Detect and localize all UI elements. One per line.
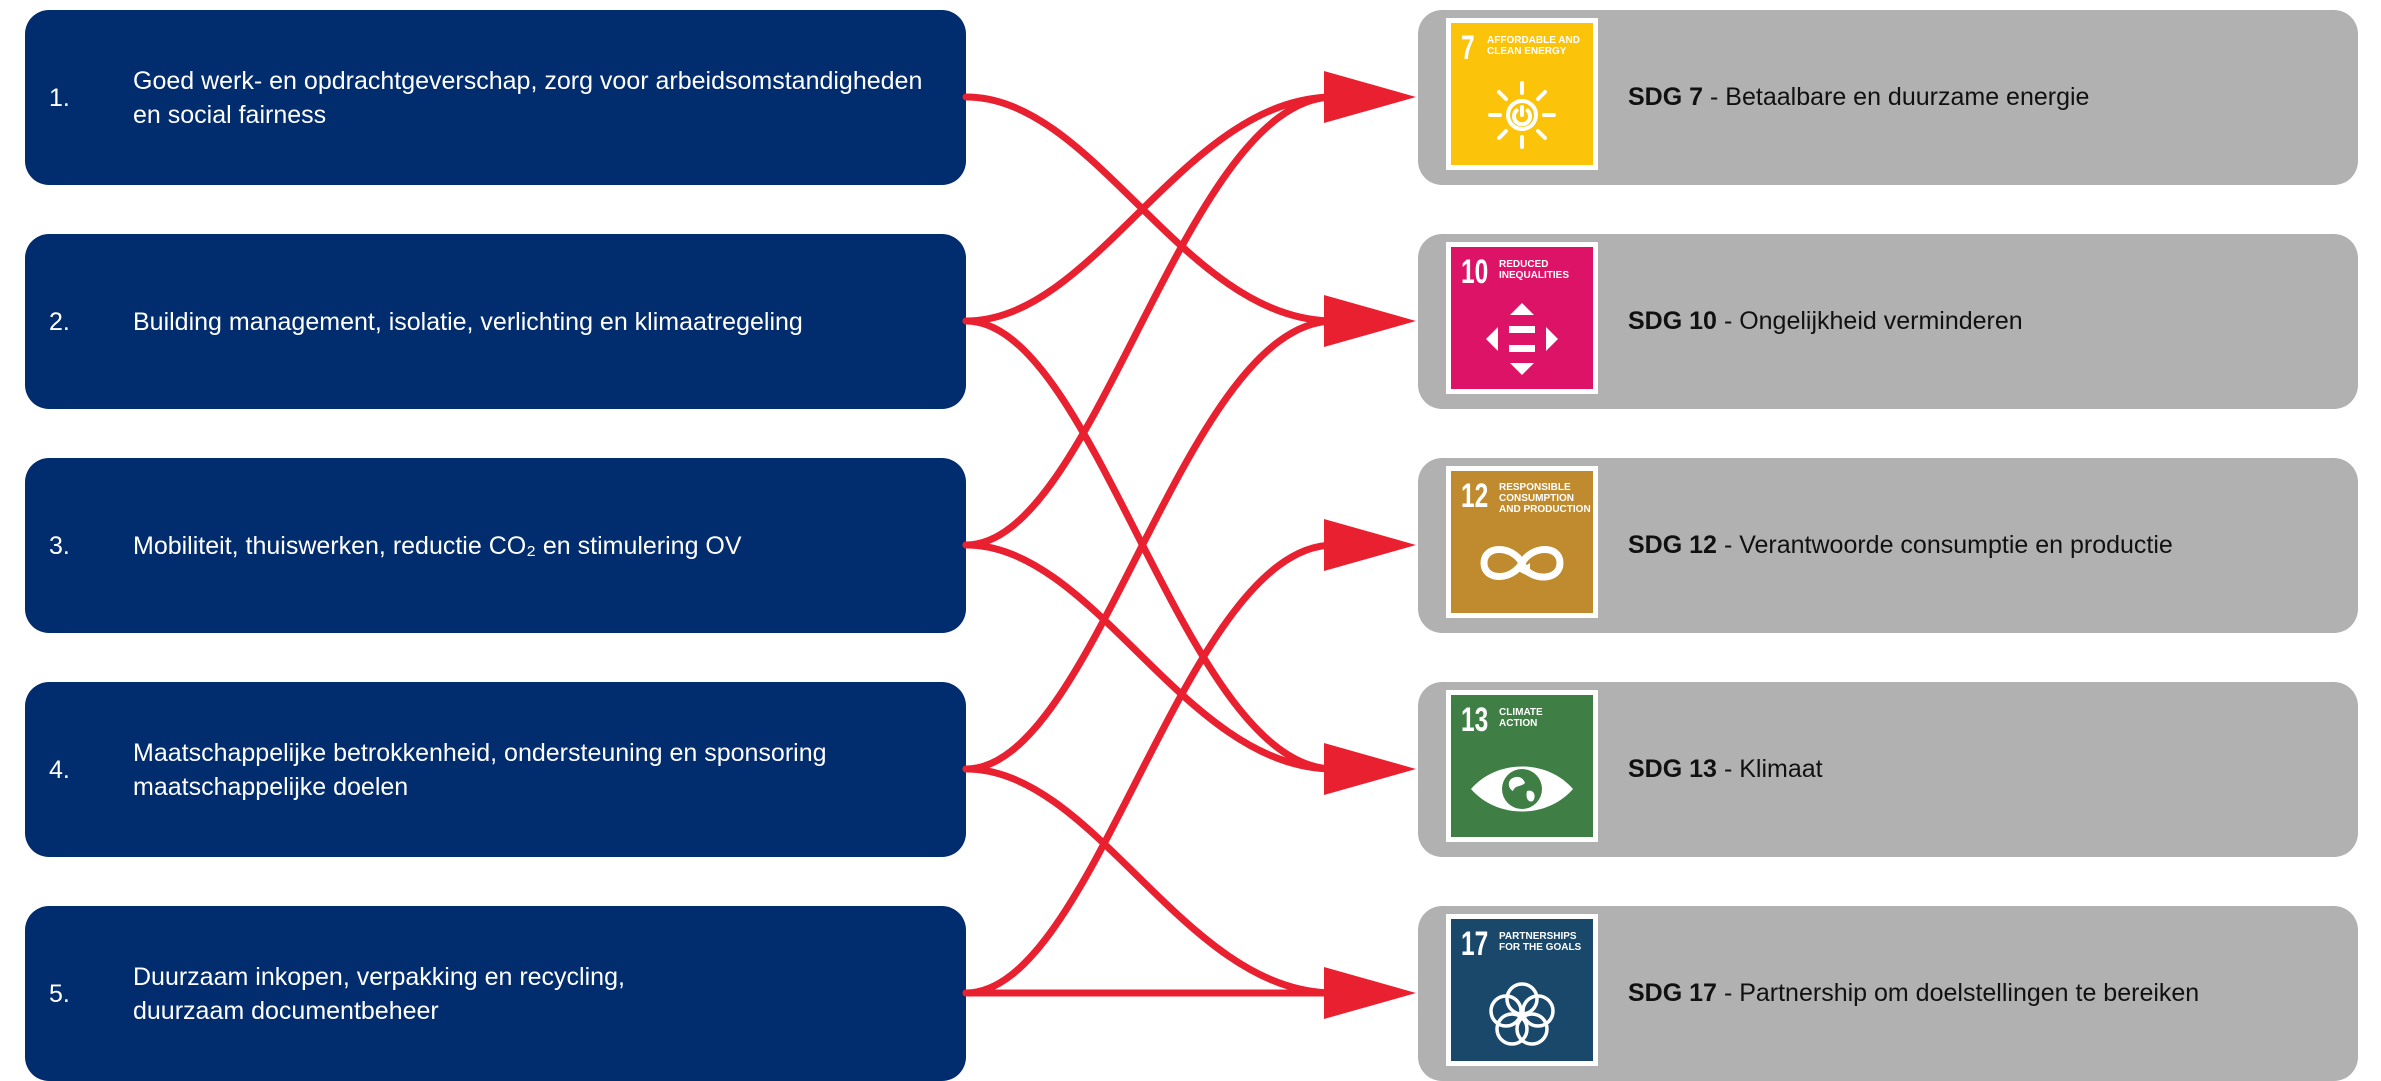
sdg-title: - Ongelijkheid verminderen xyxy=(1723,307,2023,335)
arrowhead xyxy=(1324,295,1416,347)
globe-eye-icon xyxy=(1471,766,1573,812)
sdg-tile-caption: REDUCED INEQUALITIES xyxy=(1499,259,1570,281)
arrowhead xyxy=(1324,519,1416,571)
sdg-10-tile: 10 REDUCED INEQUALITIES xyxy=(1446,242,1598,394)
connector-line xyxy=(962,317,1338,773)
sdg-label: SDG 12 - Verantwoorde consumptie en prod… xyxy=(1628,458,2173,633)
sdg-12-tile: 12 RESPONSIBLE CONSUMPTION AND PRODUCTIO… xyxy=(1446,466,1598,618)
equality-arrows-icon xyxy=(1486,303,1558,375)
connector-line xyxy=(962,93,1338,549)
sdg-13-tile-face: 13 CLIMATE ACTION xyxy=(1451,695,1593,837)
sdg-tile-number: 7 xyxy=(1461,29,1475,67)
topic-text-line: Goed werk- en opdrachtgeverschap, zorg v… xyxy=(133,66,923,95)
sdg-panel-12: 12 RESPONSIBLE CONSUMPTION AND PRODUCTIO… xyxy=(1418,458,2358,633)
sdg-13-tile: 13 CLIMATE ACTION xyxy=(1446,690,1598,842)
topic-number: 5. xyxy=(49,979,70,1008)
topic-box-3: 3. Mobiliteit, thuiswerken, reductie CO₂… xyxy=(25,458,966,633)
sdg-title: - Betaalbare en duurzame energie xyxy=(1710,83,2090,111)
sdg-12-tile-face: 12 RESPONSIBLE CONSUMPTION AND PRODUCTIO… xyxy=(1451,471,1593,613)
topic-box-4: 4. Maatschappelijke betrokkenheid, onder… xyxy=(25,682,966,857)
topic-text-line: maatschappelijke doelen xyxy=(133,772,409,801)
arrowhead xyxy=(1324,967,1416,1019)
sdg-code: SDG 13 xyxy=(1628,755,1717,783)
sdg-tile-caption: CLIMATE ACTION xyxy=(1499,707,1543,729)
topic-text: Goed werk- en opdrachtgeverschap, zorg v… xyxy=(133,64,946,132)
connector-line xyxy=(962,317,1338,773)
sdg-tile-number: 13 xyxy=(1461,701,1489,739)
sdg-title: - Klimaat xyxy=(1723,755,1823,783)
topic-number: 2. xyxy=(49,307,70,336)
sdg-title: - Partnership om doelstellingen te berei… xyxy=(1723,979,2200,1007)
sdg-code: SDG 7 xyxy=(1628,83,1704,111)
sdg-tile-caption: RESPONSIBLE CONSUMPTION AND PRODUCTION xyxy=(1499,482,1591,515)
topic-text-line: Building management, isolatie, verlichti… xyxy=(133,307,803,336)
sdg-title: - Verantwoorde consumptie en productie xyxy=(1723,531,2173,559)
sdg-tile-caption: PARTNERSHIPS FOR THE GOALS xyxy=(1499,931,1582,953)
sdg-17-tile-face: 17 PARTNERSHIPS FOR THE GOALS xyxy=(1451,919,1593,1061)
sdg-7-tile: 7 AFFORDABLE AND CLEAN ENERGY xyxy=(1446,18,1598,170)
topic-number: 4. xyxy=(49,755,70,784)
interlinked-rings-icon xyxy=(1489,982,1555,1046)
connector-line xyxy=(962,765,1338,997)
topic-text: Maatschappelijke betrokkenheid, onderste… xyxy=(133,736,946,804)
sdg-code: SDG 12 xyxy=(1628,531,1717,559)
topic-text-line: Maatschappelijke betrokkenheid, onderste… xyxy=(133,738,827,767)
topic-text-line: Duurzaam inkopen, verpakking en recyclin… xyxy=(133,962,625,991)
sdg-tile-number: 10 xyxy=(1461,253,1489,291)
sdg-10-tile-face: 10 REDUCED INEQUALITIES xyxy=(1451,247,1593,389)
connector-line xyxy=(962,541,1338,997)
infinity-loop-icon xyxy=(1480,546,1564,581)
topic-text: Building management, isolatie, verlichti… xyxy=(133,305,946,339)
topic-number: 3. xyxy=(49,531,70,560)
sdg-panel-17: 17 PARTNERSHIPS FOR THE GOALS SDG 17 - P… xyxy=(1418,906,2358,1081)
connector-line xyxy=(962,541,1338,773)
sdg-label: SDG 7 - Betaalbare en duurzame energie xyxy=(1628,10,2089,185)
sdg-panel-7: 7 AFFORDABLE AND CLEAN ENERGY SDG 7 - Be… xyxy=(1418,10,2358,185)
sdg-panel-10: 10 REDUCED INEQUALITIES SDG 10 - Ongelij… xyxy=(1418,234,2358,409)
sdg-tile-number: 12 xyxy=(1461,477,1489,515)
topic-text-line: en social fairness xyxy=(133,100,327,129)
topic-box-1: 1. Goed werk- en opdrachtgeverschap, zor… xyxy=(25,10,966,185)
sdg-label: SDG 13 - Klimaat xyxy=(1628,682,1823,857)
sdg-label: SDG 10 - Ongelijkheid verminderen xyxy=(1628,234,2023,409)
topic-box-2: 2. Building management, isolatie, verlic… xyxy=(25,234,966,409)
connector-line xyxy=(962,93,1338,325)
sdg-17-tile: 17 PARTNERSHIPS FOR THE GOALS xyxy=(1446,914,1598,1066)
arrowhead xyxy=(1324,743,1416,795)
sdg-tile-caption: AFFORDABLE AND CLEAN ENERGY xyxy=(1487,35,1580,57)
topic-text: Mobiliteit, thuiswerken, reductie CO₂ en… xyxy=(133,529,946,563)
sdg-panel-13: 13 CLIMATE ACTION SDG 13 - Klimaat xyxy=(1418,682,2358,857)
topic-text-line: duurzaam documentbeheer xyxy=(133,996,439,1025)
arrowhead xyxy=(1324,71,1416,123)
topic-box-5: 5. Duurzaam inkopen, verpakking en recyc… xyxy=(25,906,966,1081)
sdg-7-tile-face: 7 AFFORDABLE AND CLEAN ENERGY xyxy=(1451,23,1593,165)
sdg-label: SDG 17 - Partnership om doelstellingen t… xyxy=(1628,906,2199,1081)
connector-line xyxy=(962,93,1338,325)
sun-power-icon xyxy=(1488,81,1556,149)
topic-number: 1. xyxy=(49,83,70,112)
topic-text: Duurzaam inkopen, verpakking en recyclin… xyxy=(133,960,946,1028)
sdg-code: SDG 10 xyxy=(1628,307,1717,335)
sdg-tile-number: 17 xyxy=(1461,925,1489,963)
topic-text-line: Mobiliteit, thuiswerken, reductie CO₂ en… xyxy=(133,531,742,560)
sdg-code: SDG 17 xyxy=(1628,979,1717,1007)
